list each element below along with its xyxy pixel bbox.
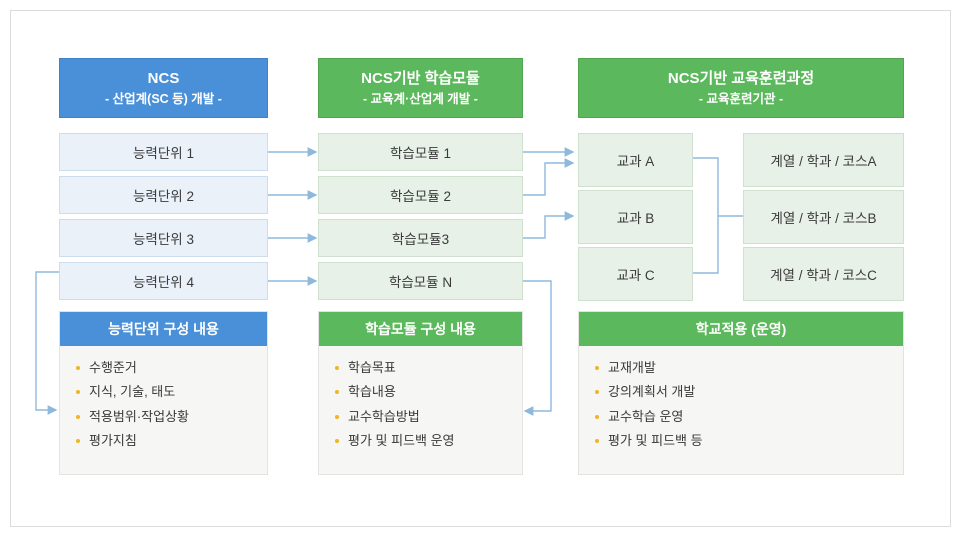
item-subject-b-label: 교과 B	[616, 211, 655, 226]
item-subject-b[interactable]: 교과 B	[578, 190, 693, 244]
panel-module-composition: 학습모듈 구성 내용 학습목표 학습내용 교수학습방법 평가 및 피드백 운영	[318, 311, 523, 475]
list-item: 교재개발	[595, 360, 903, 376]
header-learning-module-subtitle: - 교육계·산업계 개발 -	[363, 91, 478, 106]
item-unit-3-label: 능력단위 3	[133, 232, 194, 247]
item-subject-a-label: 교과 A	[616, 154, 655, 169]
item-unit-4[interactable]: 능력단위 4	[59, 262, 268, 300]
header-ncs-title: NCS	[147, 70, 180, 88]
panel-unit-composition: 능력단위 구성 내용 수행준거 지식, 기술, 태도 적용범위·작업상황 평가지…	[59, 311, 268, 475]
item-unit-2-label: 능력단위 2	[133, 189, 194, 204]
header-learning-module-title: NCS기반 학습모듈	[361, 70, 480, 88]
list-item: 교수학습 운영	[595, 409, 903, 425]
panel-module-composition-title: 학습모듈 구성 내용	[319, 312, 522, 346]
panel-school-application: 학교적용 (운영) 교재개발 강의계획서 개발 교수학습 운영 평가 및 피드백…	[578, 311, 904, 475]
item-module-2[interactable]: 학습모듈 2	[318, 176, 523, 214]
item-unit-1[interactable]: 능력단위 1	[59, 133, 268, 171]
panel-unit-composition-list: 수행준거 지식, 기술, 태도 적용범위·작업상황 평가지침	[60, 346, 267, 449]
item-module-1-label: 학습모듈 1	[390, 146, 451, 161]
item-unit-2[interactable]: 능력단위 2	[59, 176, 268, 214]
item-module-n[interactable]: 학습모듈 N	[318, 262, 523, 300]
header-training-course-subtitle: - 교육훈련기관 -	[698, 91, 784, 106]
item-unit-1-label: 능력단위 1	[133, 146, 194, 161]
item-subject-a[interactable]: 교과 A	[578, 133, 693, 187]
item-module-1[interactable]: 학습모듈 1	[318, 133, 523, 171]
list-item: 지식, 기술, 태도	[76, 384, 267, 400]
item-subject-c[interactable]: 교과 C	[578, 247, 693, 301]
item-track-c[interactable]: 계열 / 학과 / 코스C	[743, 247, 904, 301]
panel-unit-composition-title: 능력단위 구성 내용	[60, 312, 267, 346]
header-ncs: NCS - 산업계(SC 등) 개발 -	[59, 58, 268, 118]
header-training-course-title: NCS기반 교육훈련과정	[667, 70, 815, 88]
panel-module-composition-list: 학습목표 학습내용 교수학습방법 평가 및 피드백 운영	[319, 346, 522, 449]
item-module-n-label: 학습모듈 N	[388, 275, 453, 290]
panel-school-application-list: 교재개발 강의계획서 개발 교수학습 운영 평가 및 피드백 등	[579, 346, 903, 449]
item-track-a-label: 계열 / 학과 / 코스A	[770, 154, 877, 169]
header-learning-module: NCS기반 학습모듈 - 교육계·산업계 개발 -	[318, 58, 523, 118]
item-track-a[interactable]: 계열 / 학과 / 코스A	[743, 133, 904, 187]
item-track-b-label: 계열 / 학과 / 코스B	[770, 211, 877, 226]
item-track-b[interactable]: 계열 / 학과 / 코스B	[743, 190, 904, 244]
list-item: 학습내용	[335, 384, 522, 400]
header-ncs-subtitle: - 산업계(SC 등) 개발 -	[105, 91, 222, 106]
item-unit-3[interactable]: 능력단위 3	[59, 219, 268, 257]
diagram-frame	[10, 10, 951, 527]
item-module-3-label: 학습모듈3	[391, 232, 450, 247]
list-item: 수행준거	[76, 360, 267, 376]
item-unit-4-label: 능력단위 4	[133, 275, 194, 290]
item-track-c-label: 계열 / 학과 / 코스C	[770, 268, 877, 283]
list-item: 교수학습방법	[335, 409, 522, 425]
header-training-course: NCS기반 교육훈련과정 - 교육훈련기관 -	[578, 58, 904, 118]
list-item: 평가 및 피드백 운영	[335, 433, 522, 449]
panel-school-application-title: 학교적용 (운영)	[579, 312, 903, 346]
item-subject-c-label: 교과 C	[616, 268, 655, 283]
list-item: 평가지침	[76, 433, 267, 449]
list-item: 강의계획서 개발	[595, 384, 903, 400]
list-item: 적용범위·작업상황	[76, 409, 267, 425]
item-module-2-label: 학습모듈 2	[390, 189, 451, 204]
list-item: 학습목표	[335, 360, 522, 376]
list-item: 평가 및 피드백 등	[595, 433, 903, 449]
item-module-3[interactable]: 학습모듈3	[318, 219, 523, 257]
